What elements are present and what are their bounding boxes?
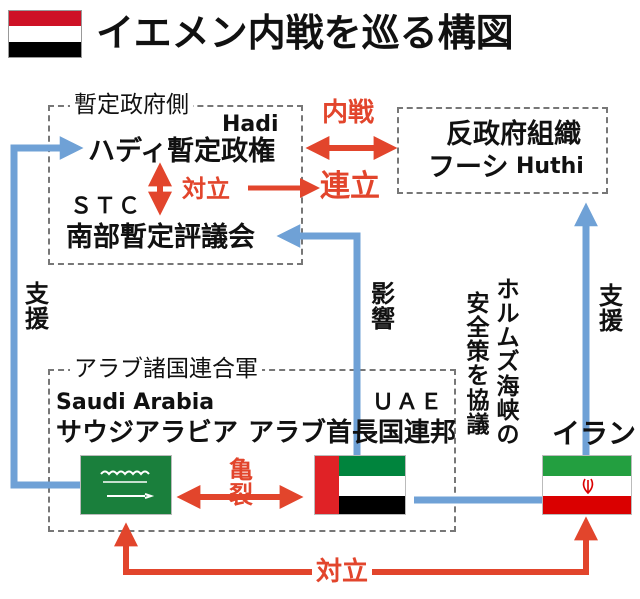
stc-name-ja: 南部暫定評議会 (66, 222, 255, 253)
huthi-name-en: Huthi (516, 154, 584, 179)
hadi-stc-confrontation-label: 対立 (182, 175, 230, 203)
saudi-name-ja: サウジアラビア (56, 418, 239, 448)
hormuz-talks-label-line1: ホルムズ海峡の (496, 277, 520, 448)
iran-support-label: 支援 (599, 282, 623, 336)
uae-name-en: ＵＡＥ (372, 390, 445, 415)
saudi-flag-icon (80, 455, 172, 515)
uae-flag-icon (314, 455, 406, 515)
hormuz-talks-label-line2: 安全策を協議 (466, 291, 490, 438)
uae-name-ja: アラブ首長国連邦 (248, 418, 457, 448)
rift-label: 亀裂 (229, 456, 253, 510)
iran-name-ja: イラン (552, 417, 637, 450)
yemen-flag-icon (8, 10, 82, 58)
uae-influence-label: 影響 (371, 280, 395, 334)
hadi-name-en: Hadi (222, 112, 279, 137)
uae-influence-arrow (276, 224, 361, 455)
huthi-name-ja2: フーシ (428, 152, 509, 183)
page-title: イエメン内戦を巡る構図 (96, 11, 514, 55)
arab-coalition-label: アラブ諸国連合軍 (70, 358, 262, 381)
civil-war-label: 内戦 (322, 98, 375, 128)
iran-flag-icon (542, 455, 632, 515)
saudi-support-label: 支援 (25, 280, 49, 334)
stc-name-en: ＳＴＣ (70, 194, 143, 219)
saudi-name-en: Saudi Arabia (56, 390, 215, 415)
interim-government-label: 暫定政府側 (70, 94, 193, 117)
alliance-label: 連立 (320, 169, 380, 204)
huthi-box (397, 107, 608, 194)
saudi-support-arrow (10, 136, 84, 489)
huthi-name-ja: 反政府組織 (446, 119, 581, 150)
saudi-iran-confrontation-label: 対立 (312, 559, 373, 585)
hadi-name-ja: ハディ暫定政権 (88, 136, 276, 167)
